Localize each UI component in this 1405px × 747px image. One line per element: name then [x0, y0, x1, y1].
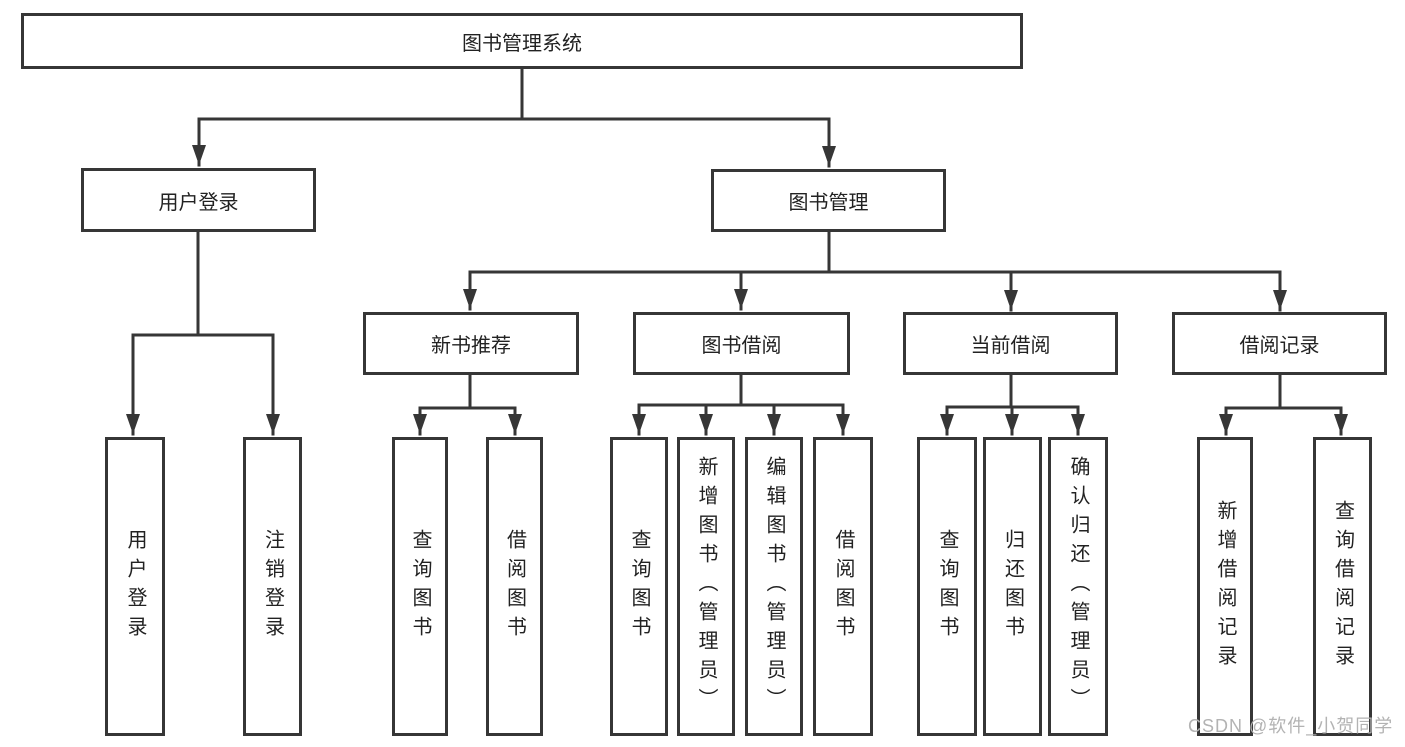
node-leaf-query-books-2: 查询图书 [610, 437, 668, 736]
node-leaf-user-login: 用户登录 [105, 437, 165, 736]
node-label: 编辑图书（管理员） [763, 456, 785, 717]
node-label: 图书借阅 [701, 335, 782, 357]
node-label: 借阅图书 [503, 528, 526, 645]
node-leaf-borrow-books-1: 借阅图书 [486, 437, 543, 736]
node-label: 归还图书 [1001, 528, 1024, 645]
node-borrowing-records: 借阅记录 [1172, 312, 1387, 375]
node-current-borrowing: 当前借阅 [903, 312, 1118, 375]
node-label: 新增图书（管理员） [695, 456, 717, 717]
node-leaf-return-books: 归还图书 [983, 437, 1042, 736]
node-leaf-query-books-3: 查询图书 [917, 437, 977, 736]
node-leaf-add-borrow-record: 新增借阅记录 [1197, 437, 1253, 736]
node-leaf-logout: 注销登录 [243, 437, 302, 736]
node-book-management-branch: 图书管理 [711, 169, 946, 232]
node-book-borrowing: 图书借阅 [633, 312, 850, 375]
node-label: 当前借阅 [970, 335, 1051, 357]
node-leaf-query-borrow-record: 查询借阅记录 [1313, 437, 1372, 736]
node-label: 查询图书 [409, 528, 431, 645]
node-label: 图书管理系统 [462, 32, 582, 55]
node-label: 用户登录 [158, 191, 239, 214]
node-label: 借阅图书 [832, 528, 854, 645]
node-root-library-system: 图书管理系统 [21, 13, 1023, 69]
node-leaf-query-books-1: 查询图书 [392, 437, 448, 736]
node-label: 查询图书 [936, 528, 958, 645]
csdn-watermark: CSDN @软件_小贺同学 [1188, 716, 1394, 736]
node-user-login-branch: 用户登录 [81, 168, 316, 232]
node-leaf-borrow-books-2: 借阅图书 [813, 437, 873, 736]
node-leaf-add-books-admin: 新增图书（管理员） [677, 437, 735, 736]
node-leaf-confirm-return-admin: 确认归还（管理员） [1048, 437, 1108, 736]
node-label: 借阅记录 [1239, 335, 1320, 357]
node-label: 图书管理 [788, 192, 869, 214]
node-leaf-edit-books-admin: 编辑图书（管理员） [745, 437, 803, 736]
node-label: 注销登录 [261, 528, 284, 645]
node-label: 查询借阅记录 [1331, 499, 1354, 674]
node-label: 新增借阅记录 [1214, 499, 1236, 674]
node-new-book-recommend: 新书推荐 [363, 312, 579, 375]
node-label: 新书推荐 [431, 335, 511, 357]
node-label: 用户登录 [124, 528, 146, 645]
node-label: 查询图书 [628, 528, 650, 645]
node-label: 确认归还（管理员） [1067, 456, 1089, 717]
